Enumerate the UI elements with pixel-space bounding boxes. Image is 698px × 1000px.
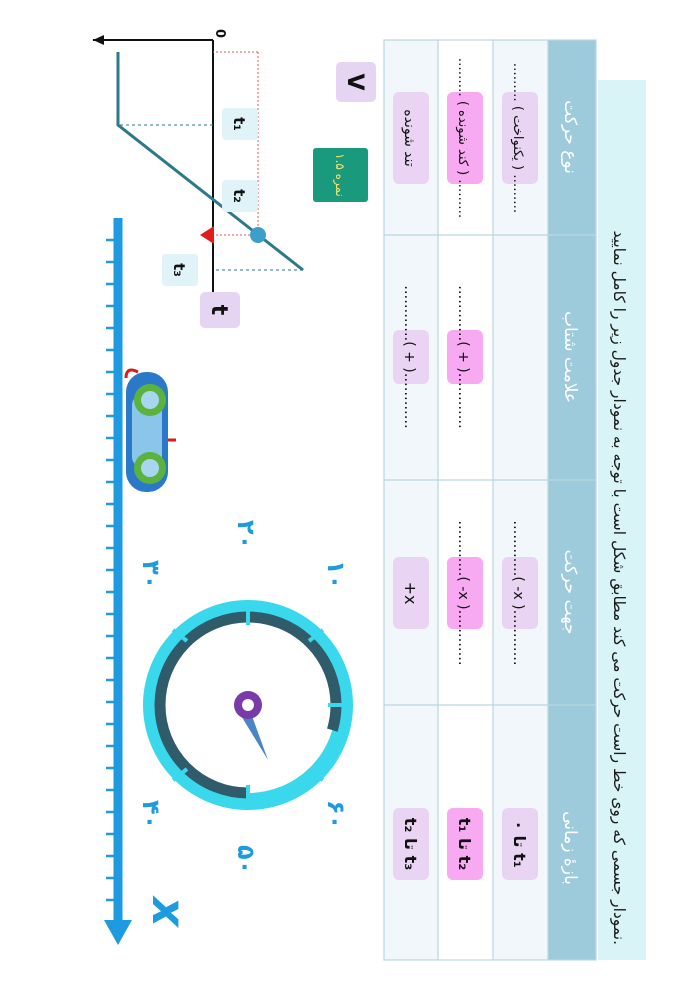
speedometer-icon: ۱۰ ۲۰ ۳۰ ۴۰ ۵۰ ۶۰ — [137, 520, 353, 874]
header-interval: بازهٔ زمانی — [560, 811, 580, 885]
speed-mark-4: ۴۰ — [137, 800, 165, 829]
motion-illustration: x — [104, 218, 353, 945]
row2-direction: …………( -x )………… — [455, 520, 471, 665]
velocity-time-graph: V 0 t t₁ t₂ — [93, 29, 376, 328]
row2-acceleration: …………( + )………… — [455, 285, 471, 429]
x-axis-label: x — [142, 895, 196, 928]
row1-interval: ۰ تا t₁ — [510, 820, 529, 868]
instruction-strip — [598, 80, 646, 960]
origin-label: 0 — [212, 29, 227, 38]
zero-velocity-point — [250, 227, 266, 243]
t3-label: t₃ — [170, 263, 188, 277]
answer-table: بازهٔ زمانی جهت حرکت علامت شتاب نوع حرکت… — [383, 39, 597, 961]
speed-mark-5: ۵۰ — [232, 845, 260, 874]
header-motion-type: نوع حرکت — [560, 100, 580, 174]
t-axis-label: t — [206, 305, 231, 316]
header-direction: جهت حرکت — [560, 549, 580, 634]
speed-mark-6: ۶۰ — [322, 800, 350, 829]
speed-mark-2: ۲۰ — [232, 520, 260, 549]
speed-mark-1: ۱۰ — [322, 560, 350, 589]
score-badge-text: ۱.۵ نمره — [332, 153, 347, 197]
row3-direction: +x — [401, 582, 420, 605]
car-icon — [124, 368, 176, 492]
t1-label: t₁ — [230, 117, 248, 131]
score-badge — [313, 148, 368, 202]
row2-motion-type: ……… ( کند شونده ) ……… — [455, 58, 470, 219]
row2-interval: t₁ تا t₂ — [455, 818, 474, 870]
row1-motion-type: ……… ( یکنواخت ) ……… — [510, 63, 525, 214]
row3-acceleration: …………( + )………… — [401, 285, 417, 429]
row3-interval: t₂ تا t₃ — [401, 818, 420, 870]
speed-mark-3: ۳۰ — [137, 560, 165, 589]
t2-label: t₂ — [230, 189, 248, 203]
row3-motion-type: تند شونده — [401, 109, 417, 167]
v-axis-label: V — [342, 73, 367, 90]
instruction-text: نمودار جسمی که روی خط راست حرکت می کند م… — [609, 231, 628, 945]
header-acceleration: علامت شتاب — [560, 311, 580, 403]
row1-direction: …………( -x )………… — [510, 520, 526, 665]
marker-triangle — [200, 226, 214, 244]
